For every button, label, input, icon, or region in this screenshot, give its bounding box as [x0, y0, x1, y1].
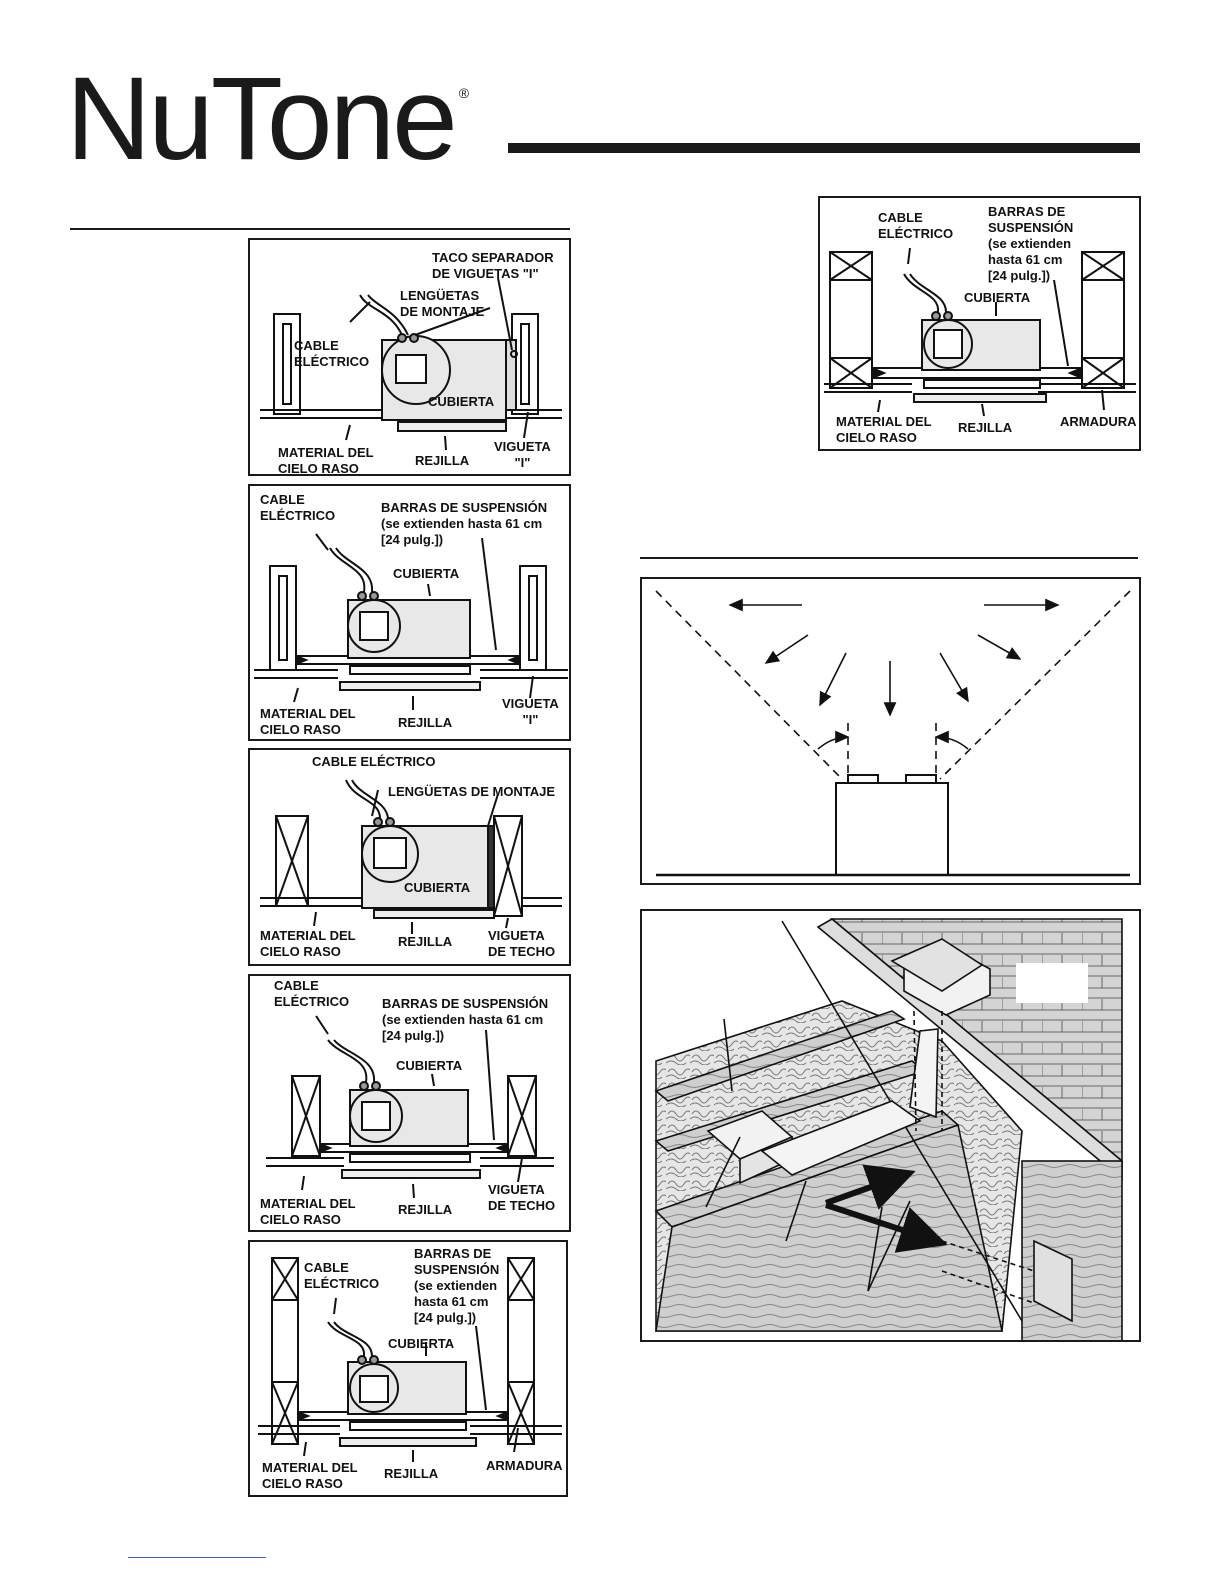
diagram-attic-ducting-drawing	[654, 918, 1123, 1340]
label-cubierta: CUBIERTA	[404, 880, 471, 895]
right-section-rule	[640, 557, 1138, 559]
label-vigueta: VIGUETA DE TECHO	[488, 928, 556, 959]
diagram-airflow	[640, 577, 1141, 885]
label-cable: CABLE ELÉCTRICO	[312, 754, 436, 769]
nutone-logo: NuTone®	[66, 60, 469, 178]
diagram-joist-tabs-drawing	[260, 779, 562, 934]
diagram-truss-bars-right-drawing	[824, 247, 1136, 417]
label-vigueta: VIGUETA "I"	[494, 439, 551, 470]
label-cubierta: CUBIERTA	[388, 1336, 455, 1351]
label-cable: CABLE ELÉCTRICO	[878, 210, 954, 241]
label-material: MATERIAL DEL CIELO RASO	[262, 1460, 358, 1491]
label-armadura: ARMADURA	[1060, 414, 1137, 429]
label-armadura: ARMADURA	[486, 1458, 563, 1473]
label-vigueta: VIGUETA "I"	[502, 696, 559, 727]
label-cable: CABLE ELÉCTRICO	[304, 1260, 380, 1291]
label-material: MATERIAL DEL CIELO RASO	[260, 706, 356, 737]
label-rejilla: REJILLA	[398, 934, 453, 949]
label-rejilla: REJILLA	[415, 453, 470, 468]
diagram-joist-bars-drawing	[266, 1015, 554, 1199]
label-cable: CABLE ELÉCTRICO	[294, 338, 370, 369]
label-barras: BARRAS DE SUSPENSIÓN (se extienden hasta…	[381, 500, 548, 547]
left-section-rule	[70, 228, 570, 230]
label-lenguetas: LENGÜETAS DE MONTAJE	[388, 784, 556, 799]
diagram-ijoist-tabs-drawing	[260, 277, 562, 451]
label-material: MATERIAL DEL CIELO RASO	[836, 414, 932, 445]
label-rejilla: REJILLA	[398, 715, 453, 730]
diagram-truss-bars-left: CABLE ELÉCTRICO BARRAS DE SUSPENSIÓN (se…	[248, 1240, 568, 1497]
label-barras: BARRAS DE SUSPENSIÓN (se extienden hasta…	[988, 204, 1074, 283]
diagram-ijoist-bars-drawing	[254, 533, 568, 710]
label-rejilla: REJILLA	[398, 1202, 453, 1217]
label-barras: BARRAS DE SUSPENSIÓN (se extienden hasta…	[414, 1246, 500, 1325]
label-cable: CABLE ELÉCTRICO	[260, 492, 336, 523]
footer-link-underline	[128, 1557, 266, 1558]
label-lenguetas: LENGÜETAS DE MONTAJE	[400, 288, 485, 319]
diagram-joist-tabs: CABLE ELÉCTRICO LENGÜETAS DE MONTAJE CUB…	[248, 748, 571, 966]
label-material: MATERIAL DEL CIELO RASO	[260, 1196, 356, 1227]
label-cubierta: CUBIERTA	[428, 394, 495, 409]
diagram-truss-bars-right: CABLE ELÉCTRICO BARRAS DE SUSPENSIÓN (se…	[818, 196, 1141, 451]
diagram-ijoist-bars: CABLE ELÉCTRICO BARRAS DE SUSPENSIÓN (se…	[248, 484, 571, 741]
header-bar	[508, 143, 1140, 153]
label-material: MATERIAL DEL CIELO RASO	[260, 928, 356, 959]
diagram-ijoist-tabs: TACO SEPARADOR DE VIGUETAS "I" LENGÜETAS…	[248, 238, 571, 476]
label-taco: TACO SEPARADOR DE VIGUETAS "I"	[432, 250, 554, 281]
diagram-truss-bars-left-drawing	[258, 1257, 562, 1462]
diagram-airflow-drawing	[655, 590, 1131, 877]
diagram-attic-ducting	[640, 909, 1141, 1342]
label-rejilla: REJILLA	[958, 420, 1013, 435]
brand-name: NuTone	[66, 53, 458, 185]
label-cubierta: CUBIERTA	[396, 1058, 463, 1073]
label-vigueta: VIGUETA DE TECHO	[488, 1182, 556, 1213]
label-material: MATERIAL DEL CIELO RASO	[278, 445, 374, 476]
label-cable: CABLE ELÉCTRICO	[274, 978, 350, 1009]
label-cubierta: CUBIERTA	[964, 290, 1031, 305]
registered-mark: ®	[458, 85, 470, 101]
diagram-joist-bars: CABLE ELÉCTRICO BARRAS DE SUSPENSIÓN (se…	[248, 974, 571, 1232]
label-cubierta: CUBIERTA	[393, 566, 460, 581]
label-rejilla: REJILLA	[384, 1466, 439, 1481]
label-barras: BARRAS DE SUSPENSIÓN (se extienden hasta…	[382, 996, 549, 1043]
